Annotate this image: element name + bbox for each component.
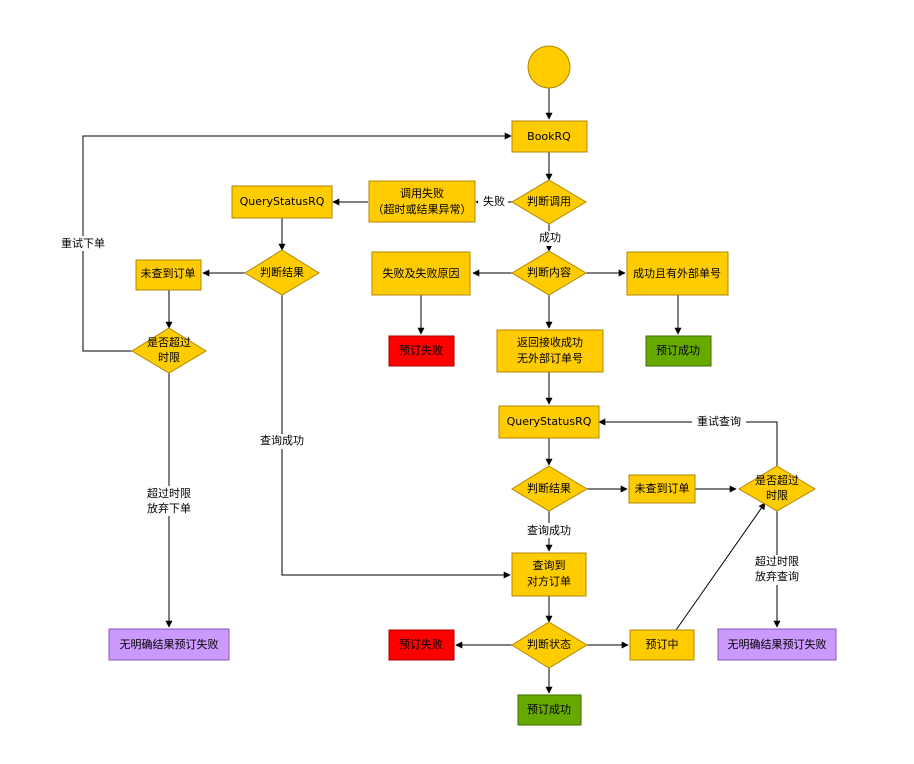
node-book-success-top: 预订成功 (645, 335, 712, 367)
node-call-fail-line2: （超时或结果异常） (373, 202, 472, 216)
node-timeout-check-left-line2: 时限 (158, 351, 180, 364)
node-timeout-check-right-line2: 时限 (766, 489, 788, 502)
node-found-order: 查询到 对方订单 (511, 552, 587, 597)
node-book-success-top-label: 预订成功 (656, 344, 700, 357)
node-judge-result-left: 判断结果 (244, 249, 320, 296)
edge-label-timeout-abandon-line2: 放弃下单 (147, 501, 191, 515)
node-book-fail-bottom-label: 预订失败 (399, 637, 443, 651)
node-judge-result-right: 判断结果 (511, 465, 588, 512)
edge-label-success: 成功 (539, 231, 561, 244)
node-judge-call: 判断调用 (511, 179, 587, 225)
node-timeout-check-left-line1: 是否超过 (147, 335, 191, 349)
start-node (527, 45, 571, 89)
edge-label-timeout-abandon-line1: 超过时限 (147, 486, 191, 500)
node-book-fail-top-label: 预订失败 (399, 343, 443, 357)
node-book-success-bottom-label: 预订成功 (527, 703, 571, 716)
node-judge-status: 判断状态 (511, 621, 588, 669)
node-judge-result-right-label: 判断结果 (527, 481, 571, 495)
node-not-found-right: 未查到订单 (628, 474, 696, 504)
node-book-fail-top: 预订失败 (388, 335, 455, 367)
node-timeout-check-right: 是否超过 时限 (738, 465, 816, 512)
edge-label-query-success-right: 查询成功 (527, 523, 571, 537)
node-return-received: 返回接收成功 无外部订单号 (496, 329, 604, 373)
node-book-success-bottom: 预订成功 (517, 694, 582, 726)
node-bookrq-label: BookRQ (527, 130, 571, 143)
node-no-result-fail-left: 无明确结果预订失败 (108, 628, 230, 661)
node-success-external-label: 成功且有外部单号 (633, 266, 721, 280)
edge-label-retry-query: 重试查询 (697, 414, 741, 428)
edges (82, 88, 781, 694)
edge-label-timeout-abandon-query-line2: 放弃查询 (755, 569, 799, 583)
node-no-result-fail-right-label: 无明确结果预订失败 (728, 637, 827, 651)
node-query-status-left-label: QueryStatusRQ (240, 195, 325, 208)
edge-label-query-success-left: 查询成功 (260, 433, 304, 447)
node-booking-label: 预订中 (646, 638, 679, 651)
node-judge-content: 判断内容 (511, 250, 587, 296)
node-not-found-right-label: 未查到订单 (635, 481, 690, 495)
node-judge-result-left-label: 判断结果 (260, 265, 304, 279)
node-fail-reason: 失败及失败原因 (371, 251, 471, 296)
node-success-external: 成功且有外部单号 (626, 251, 729, 296)
node-no-result-fail-right: 无明确结果预订失败 (717, 628, 837, 661)
node-no-result-fail-left-label: 无明确结果预订失败 (120, 637, 219, 651)
edge-label-fail: 失败 (483, 194, 505, 208)
edge-label-retry-order: 重试下单 (61, 236, 105, 250)
node-call-fail-line1: 调用失败 (400, 186, 444, 200)
nodes: BookRQ 判断调用 调用失败 （超时或结果异常） QueryStatusRQ… (108, 45, 837, 726)
node-judge-status-label: 判断状态 (527, 637, 571, 651)
edge-judge-left-to-found-order (281, 295, 511, 579)
node-call-fail: 调用失败 （超时或结果异常） (368, 180, 476, 223)
node-query-status-left: QueryStatusRQ (231, 185, 333, 219)
edge-labels: 失败 成功 重试下单 查询成功 超过时限 放弃下单 重试查询 查询成功 超过时限… (56, 194, 805, 585)
node-not-found-left: 未查到订单 (135, 259, 202, 291)
node-not-found-left-label: 未查到订单 (141, 266, 196, 280)
edge-retry-order (82, 132, 512, 352)
node-return-received-line2: 无外部订单号 (517, 351, 583, 365)
node-found-order-line1: 查询到 (533, 558, 566, 572)
edge-label-timeout-abandon-query-line1: 超过时限 (755, 554, 799, 568)
node-timeout-check-right-line1: 是否超过 (755, 473, 799, 487)
node-return-received-line1: 返回接收成功 (517, 335, 583, 349)
node-query-status-right: QueryStatusRQ (498, 405, 600, 439)
node-query-status-right-label: QueryStatusRQ (507, 415, 592, 428)
node-judge-content-label: 判断内容 (527, 265, 571, 279)
node-timeout-check-left: 是否超过 时限 (131, 327, 207, 374)
node-fail-reason-label: 失败及失败原因 (383, 266, 460, 280)
node-book-fail-bottom: 预订失败 (388, 629, 455, 661)
node-bookrq: BookRQ (511, 120, 588, 153)
node-found-order-line2: 对方订单 (527, 574, 571, 588)
edge-booking-to-timeout-right (675, 502, 766, 631)
node-judge-call-label: 判断调用 (527, 194, 571, 208)
edge-retry-query (598, 418, 778, 466)
node-booking: 预订中 (629, 629, 695, 661)
